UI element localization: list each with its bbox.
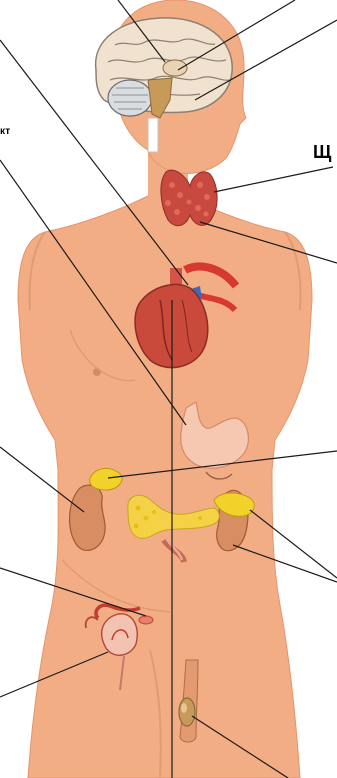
- cerebellum-icon: [108, 80, 152, 116]
- thyroid-icon: [161, 170, 217, 226]
- callout-label-kt: кт: [0, 127, 11, 137]
- adrenal-left-icon: [90, 468, 122, 490]
- leader-line-thyroid: [214, 167, 333, 192]
- callout-label-thyroid: Щ: [313, 143, 331, 161]
- body-silhouette: [18, 0, 312, 778]
- kidney-left-icon: [70, 485, 106, 550]
